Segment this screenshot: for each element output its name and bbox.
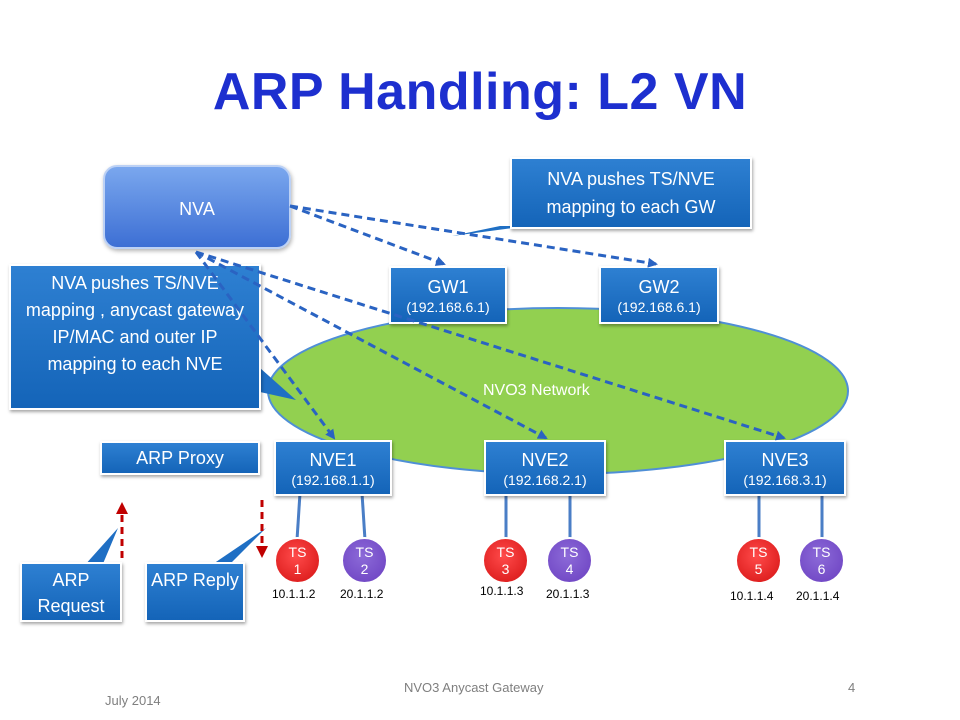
gw1-node: GW1 (192.168.6.1)	[389, 266, 507, 324]
ts5-ip: 10.1.1.4	[730, 589, 774, 603]
arp-request-callout-tail	[84, 528, 118, 566]
gw-push-callout: NVA pushes TS/NVE mapping to each GW	[510, 157, 752, 229]
ts2-label: TS 2	[355, 543, 374, 577]
ts5-node: TS 5	[735, 537, 782, 584]
footer-page-number: 4	[848, 680, 856, 695]
arp-request-text: ARP Request	[37, 570, 105, 616]
footer-center: NVO3 Anycast Gateway	[404, 680, 544, 695]
nve1-ts2-link	[360, 492, 367, 541]
gw-push-callout-text: NVA pushes TS/NVE mapping to each GW	[546, 169, 716, 217]
ts4-label: TS 4	[560, 543, 579, 577]
ts4-ip: 20.1.1.3	[546, 587, 590, 601]
nve2-name: NVE2	[521, 450, 569, 470]
ts6-ip: 20.1.1.4	[796, 589, 840, 603]
gw2-ip: (192.168.6.1)	[617, 299, 701, 315]
ts2-ip: 20.1.1.2	[340, 587, 384, 601]
arp-reply-callout: ARP Reply	[145, 562, 245, 622]
arp-reply-text: ARP Reply	[151, 570, 239, 590]
nve1-ip: (192.168.1.1)	[291, 472, 375, 488]
ts1-ip: 10.1.1.2	[272, 587, 316, 601]
ts6-label: TS 6	[812, 543, 831, 577]
ts6-node: TS 6	[798, 537, 845, 584]
footer-date: July 2014	[105, 693, 161, 708]
ts1-node: TS 1	[274, 537, 321, 584]
nve-push-callout-text: NVA pushes TS/NVE mapping , anycast gate…	[25, 273, 245, 374]
nve1-name: NVE1	[309, 450, 357, 470]
gw2-node: GW2 (192.168.6.1)	[599, 266, 719, 324]
gw1-ip: (192.168.6.1)	[406, 299, 490, 315]
ts3-label: TS 3	[496, 543, 515, 577]
ts5-label: TS 5	[749, 543, 768, 577]
ts2-node: TS 2	[341, 537, 388, 584]
arp-proxy-label: ARP Proxy	[100, 441, 260, 475]
nve2-node: NVE2 (192.168.2.1)	[484, 440, 606, 496]
nve3-ip: (192.168.3.1)	[743, 472, 827, 488]
nve1-node: NVE1 (192.168.1.1)	[274, 440, 392, 496]
ts3-node: TS 3	[482, 537, 529, 584]
nve1-ts1-link	[295, 492, 302, 541]
nve3-node: NVE3 (192.168.3.1)	[724, 440, 846, 496]
nve3-name: NVE3	[761, 450, 809, 470]
ts1-label: TS 1	[288, 543, 307, 577]
arp-proxy-text: ARP Proxy	[136, 448, 224, 468]
network-label: NVO3 Network	[483, 382, 590, 399]
nva-node: NVA	[103, 165, 291, 249]
gw2-name: GW2	[638, 277, 680, 297]
gw1-name: GW1	[427, 277, 469, 297]
nve2-ip: (192.168.2.1)	[503, 472, 587, 488]
ts4-node: TS 4	[546, 537, 593, 584]
page-title: ARP Handling: L2 VN	[212, 63, 748, 121]
ts3-ip: 10.1.1.3	[480, 584, 524, 598]
nve-push-callout: NVA pushes TS/NVE mapping , anycast gate…	[9, 264, 261, 410]
arp-request-callout: ARP Request	[20, 562, 122, 622]
arp-reply-callout-tail	[210, 528, 266, 566]
